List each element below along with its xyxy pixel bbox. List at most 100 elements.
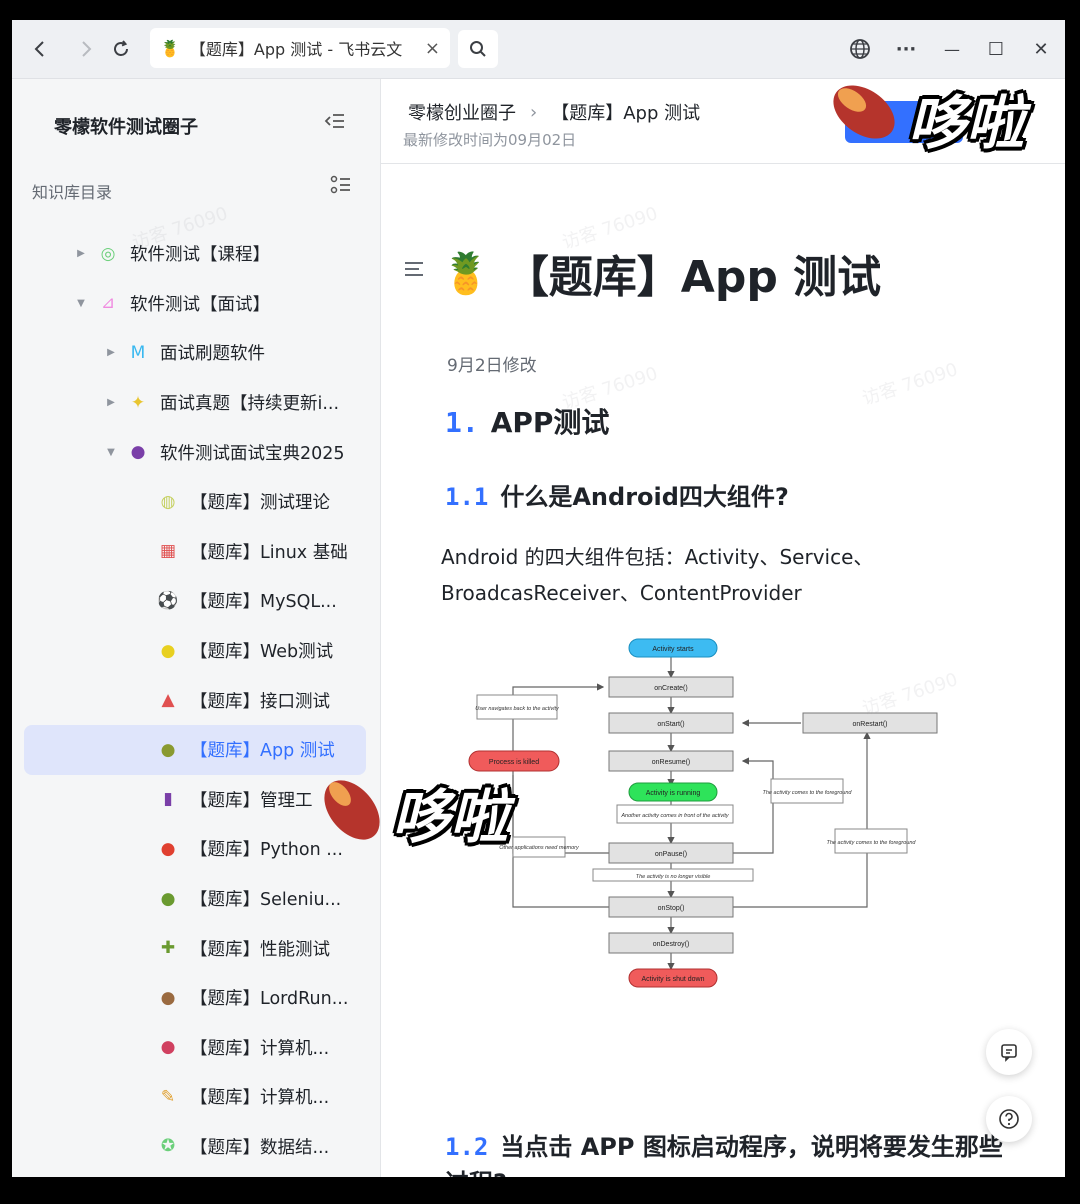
another-box — [616, 804, 734, 824]
page-icon: M — [130, 342, 146, 363]
heading-number: 1.1 — [445, 483, 489, 511]
page-icon: ✪ — [160, 1136, 176, 1157]
sidebar-item-label: 软件测试面试宝典2025 — [160, 443, 345, 464]
user-nav-box — [476, 694, 558, 720]
caret-right-icon[interactable]: ▶ — [107, 397, 115, 409]
comes-fg-label: The activity comes to the foreground — [763, 790, 853, 796]
sidebar-item[interactable]: ▼⊿软件测试【面试】 — [12, 279, 380, 329]
sidebar-item[interactable]: ✪【题库】数据结... — [12, 1122, 380, 1172]
page-icon: ▮ — [163, 789, 173, 810]
page-icon: ◎ — [100, 243, 116, 264]
search-button[interactable] — [458, 30, 498, 68]
onpause-node — [608, 842, 734, 864]
sidebar-item[interactable]: ▶✦面试真题【持续更新i... — [12, 378, 380, 428]
sidebar-item[interactable]: ✚【题库】性能测试 — [12, 923, 380, 973]
sidebar-item-label: 【题库】测试理论 — [190, 493, 330, 514]
reload-icon — [114, 40, 128, 56]
onstop-label: onStop() — [658, 905, 685, 912]
close-window-button[interactable]: ✕ — [1033, 38, 1049, 60]
sidebar-item-label: 【题库】MySQL... — [190, 592, 337, 613]
sidebar-item[interactable]: ▼●软件测试面试宝典2025 — [12, 427, 380, 477]
sidebar-item[interactable]: ●【题库】计算机... — [12, 1023, 380, 1073]
sidebar-item[interactable]: ▶ ◎ 软件测试【课程】 — [12, 229, 380, 279]
ondestroy-node — [608, 932, 734, 954]
sticker-text-mid: 哆啦 — [392, 783, 509, 851]
minimize-button[interactable]: — — [944, 39, 960, 59]
app-window: 🍍 【题库】App 测试 - 飞书云文 × ··· — ☐ ✕ 零檬软件测试圈子… — [12, 20, 1065, 1177]
sidebar-item-label: 【题库】计算机... — [190, 1088, 330, 1109]
onresume-node — [608, 750, 734, 772]
oncreate-label: onCreate() — [654, 685, 687, 692]
sidebar-item[interactable]: ⚽【题库】MySQL... — [12, 576, 380, 626]
maximize-button[interactable]: ☐ — [987, 38, 1005, 60]
sidebar-item[interactable]: ●【题库】Python ... — [12, 824, 380, 874]
sidebar-item[interactable]: ◍ 【题库】测试理论 — [12, 477, 380, 527]
sidebar-item-label: 【题库】LordRun... — [190, 989, 349, 1010]
sweet-potato-icon — [324, 780, 380, 840]
heading-text: 什么是Android四大组件? — [500, 483, 789, 511]
other-apps-label: Other applications need memory — [499, 845, 580, 851]
back-button[interactable] — [24, 33, 56, 65]
onresume-label: onResume() — [652, 759, 691, 766]
other-apps-box — [512, 836, 566, 858]
title-bar: 🍍 【题库】App 测试 - 飞书云文 × ··· — ☐ ✕ — [12, 20, 1065, 79]
page-icon: ● — [160, 739, 176, 760]
sidebar-item-label: 软件测试【课程】 — [130, 245, 270, 266]
sidebar-item[interactable]: ●【题库】Seleniu... — [12, 874, 380, 924]
paragraph: Android 的四大组件包括：Activity、Service、 Broadc… — [441, 539, 1001, 611]
sidebar-item[interactable]: ●【题库】LordRun... — [12, 973, 380, 1023]
page-icon: ◍ — [160, 491, 176, 512]
language-button[interactable] — [844, 33, 876, 65]
onpause-label: onPause() — [655, 851, 687, 858]
page-icon: ▦ — [159, 541, 177, 562]
sidebar-item[interactable]: ▮ 【题库】管理工 — [12, 775, 380, 825]
page-icon: ⊿ — [100, 293, 116, 314]
outline-toggle-icon[interactable] — [330, 175, 352, 200]
no-longer-box — [592, 868, 754, 882]
kb-directory-label: 知识库目录 — [32, 183, 113, 202]
killed-label: Process is killed — [489, 759, 539, 766]
sidebar-item-label: 【题库】性能测试 — [190, 939, 330, 960]
page-icon: ● — [160, 888, 176, 909]
caret-down-icon[interactable]: ▼ — [77, 297, 85, 309]
onstart-node — [608, 712, 734, 734]
caret-down-icon[interactable]: ▼ — [107, 446, 115, 458]
breadcrumb: 零檬创业圈子 › 【题库】App 测试 — [408, 99, 700, 125]
activity-lifecycle-diagram: Activity starts onCreate() onStart() onR… — [468, 638, 938, 988]
sidebar-item-label: 【题库】管理工 — [190, 790, 313, 811]
breadcrumb-parent[interactable]: 零檬创业圈子 — [408, 103, 516, 124]
comment-button[interactable] — [986, 1029, 1032, 1075]
comes-fg2-box — [834, 828, 908, 854]
more-button[interactable]: ··· — [895, 38, 917, 60]
caret-right-icon[interactable]: ▶ — [77, 248, 85, 260]
chevron-right-icon — [82, 41, 92, 57]
start-node — [628, 638, 718, 658]
sidebar-item[interactable]: ● 【题库】Web测试 — [12, 626, 380, 676]
onstart-label: onStart() — [657, 721, 684, 728]
shutdown-node — [628, 968, 718, 988]
sidebar-item[interactable]: ▲【题库】接口测试 — [12, 675, 380, 725]
sidebar-item-label: 面试真题【持续更新i... — [160, 394, 340, 415]
browser-tab[interactable]: 🍍 【题库】App 测试 - 飞书云文 × — [150, 28, 450, 68]
help-button[interactable] — [986, 1096, 1032, 1142]
toc-icon[interactable] — [403, 257, 427, 285]
sidebar-item[interactable]: ●【题库】App 测试 — [24, 724, 366, 775]
user-nav-label: User navigates back to the activity — [475, 706, 560, 712]
forward-button[interactable] — [70, 33, 102, 65]
reload-button[interactable] — [105, 33, 137, 65]
sidebar-item-label: 【题库】计算机... — [190, 1038, 330, 1059]
close-tab-icon[interactable]: × — [424, 37, 440, 59]
caret-right-icon[interactable]: ▶ — [107, 347, 115, 359]
pineapple-icon: 🍍 — [441, 250, 491, 297]
page-icon: ● — [160, 640, 176, 661]
sidebar-item[interactable]: ▦【题库】Linux 基础 — [12, 527, 380, 577]
onrestart-label: onRestart() — [852, 721, 887, 728]
globe-icon — [850, 39, 870, 59]
sidebar-item-label: 【题库】Web测试 — [190, 642, 334, 663]
sidebar-item[interactable]: ✎【题库】计算机... — [12, 1072, 380, 1122]
collapse-sidebar-icon[interactable] — [324, 111, 346, 136]
heading-2: 1.1 什么是Android四大组件? — [445, 477, 789, 512]
sweet-potato-icon — [833, 85, 895, 139]
comes-fg2-label: The activity comes to the foreground — [827, 840, 917, 846]
